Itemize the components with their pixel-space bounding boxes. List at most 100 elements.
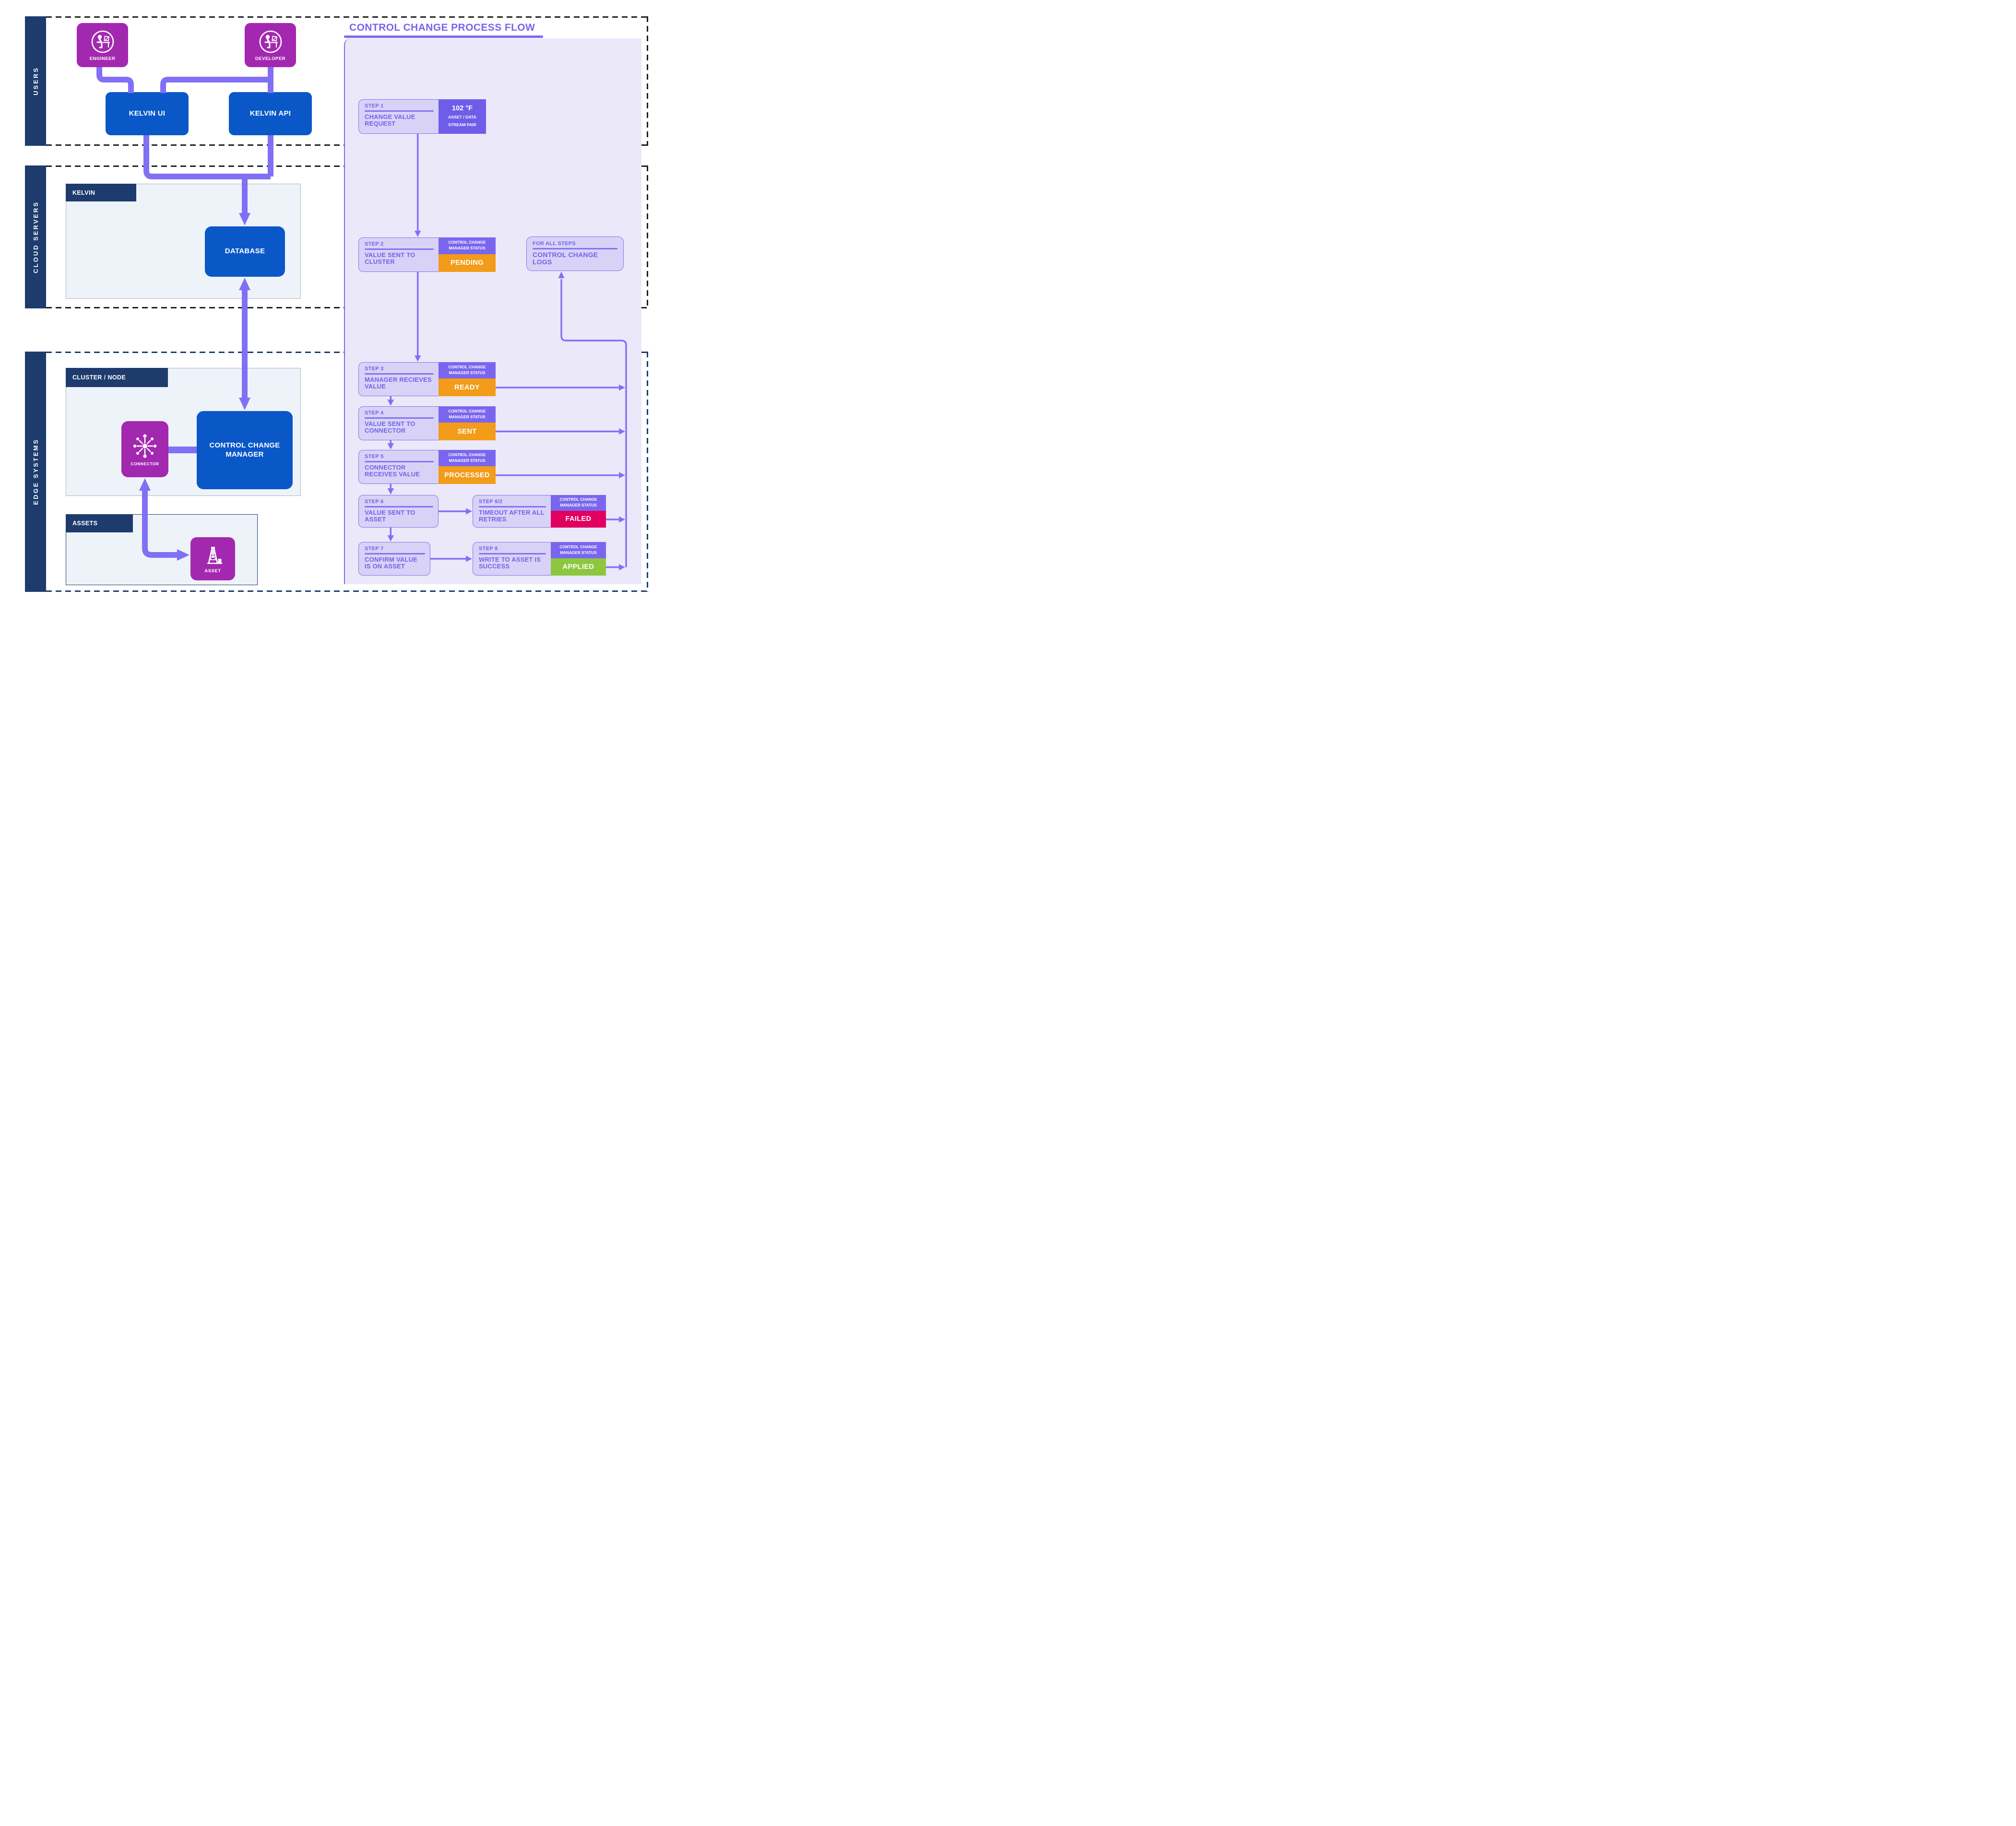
- step-8-status-value: APPLIED: [551, 558, 606, 576]
- process-flow-title: CONTROL CHANGE PROCESS FLOW: [349, 22, 535, 33]
- step-1-label: STEP 1: [365, 103, 384, 109]
- step-8-status: CONTROL CHANGE MANAGER STATUS APPLIED: [551, 542, 606, 576]
- kelvin-tab-label: KELVIN: [72, 189, 95, 196]
- kelvin-api-node: KELVIN API: [229, 92, 312, 135]
- step-4-title: VALUE SENT TO CONNECTOR: [365, 420, 415, 434]
- connector-node: CONNECTOR: [121, 421, 168, 477]
- step-3-status-value: READY: [439, 378, 496, 396]
- kelvin-container-tab: KELVIN: [66, 184, 136, 201]
- step-6-box: STEP 6 VALUE SENT TO ASSET: [358, 495, 439, 528]
- step-7-underline: [365, 553, 425, 554]
- step-3-label: STEP 3: [365, 366, 384, 372]
- database-node: DATABASE: [205, 226, 285, 277]
- developer-label: DEVELOPER: [255, 56, 286, 61]
- control-change-manager-label: CONTROL CHANGE MANAGER: [209, 441, 280, 459]
- step-6-underline: [365, 506, 433, 507]
- step-6-2-status-value: FAILED: [551, 510, 606, 528]
- control-change-logs-box: FOR ALL STEPS CONTROL CHANGE LOGS: [526, 236, 624, 271]
- step-8-box: STEP 8 WRITE TO ASSET IS SUCCESS: [473, 542, 551, 576]
- engineer-at-desk-icon: [90, 29, 115, 54]
- edge-kelvin-ui-to-bus: [143, 135, 271, 179]
- developer-at-desk-icon: [258, 29, 283, 54]
- step-1-value-tag: 102 °F ASSET / DATA STREAM PAIR: [439, 99, 486, 134]
- connector-hub-icon: [131, 433, 158, 459]
- step-4-label: STEP 4: [365, 410, 384, 416]
- step-8-title: WRITE TO ASSET IS SUCCESS: [479, 555, 541, 570]
- step-4-underline: [365, 417, 434, 419]
- step-6-title: VALUE SENT TO ASSET: [365, 508, 415, 523]
- step-5-title: CONNECTOR RECEIVES VALUE: [365, 463, 420, 478]
- step-4-box: STEP 4 VALUE SENT TO CONNECTOR: [358, 406, 439, 440]
- users-band-top-dash: [27, 16, 648, 18]
- cluster-node-tab-label: CLUSTER / NODE: [72, 374, 126, 381]
- band-edge-systems: EDGE SYSTEMS: [25, 352, 46, 592]
- band-edge-systems-label: EDGE SYSTEMS: [32, 438, 39, 505]
- step-7-title: CONFIRM VALUE IS ON ASSET: [365, 555, 417, 570]
- engineer-label: ENGINEER: [89, 56, 116, 61]
- step-8-status-header: CONTROL CHANGE MANAGER STATUS: [551, 542, 606, 558]
- step-3-box: STEP 3 MANAGER RECIEVES VALUE: [358, 362, 439, 396]
- kelvin-ui-node: KELVIN UI: [106, 92, 189, 135]
- step-3-title: MANAGER RECIEVES VALUE: [365, 376, 432, 390]
- step-2-status-value: PENDING: [439, 254, 496, 272]
- band-users: USERS: [25, 16, 46, 146]
- value-tag-caption: ASSET / DATA STREAM PAIR: [448, 114, 476, 127]
- step-1-title: CHANGE VALUE REQUEST: [365, 113, 415, 127]
- step-5-box: STEP 5 CONNECTOR RECEIVES VALUE: [358, 450, 439, 484]
- edge-developer-branch-to-kelvin-ui: [160, 77, 271, 93]
- cluster-node-tab: CLUSTER / NODE: [66, 368, 168, 387]
- step-2-box: STEP 2 VALUE SENT TO CLUSTER: [358, 237, 439, 272]
- step-3-underline: [365, 373, 434, 375]
- step-3-status-header: CONTROL CHANGE MANAGER STATUS: [439, 362, 496, 379]
- assets-tab-label: ASSETS: [72, 520, 98, 527]
- diagram-canvas: USERS CLOUD SERVERS EDGE SYSTEMS CONTROL…: [0, 0, 672, 609]
- edge-engineer-to-kelvin-ui: [96, 67, 134, 93]
- asset-node: ASSET: [190, 537, 235, 580]
- step-4-status: CONTROL CHANGE MANAGER STATUS SENT: [439, 406, 496, 440]
- step-5-underline: [365, 461, 434, 462]
- users-band-right-dash: [647, 16, 648, 146]
- logs-box-label: FOR ALL STEPS: [533, 241, 576, 247]
- step-2-title: VALUE SENT TO CLUSTER: [365, 251, 415, 265]
- connector-ccm-link: [168, 447, 197, 453]
- users-band-bottom-dash: [27, 144, 648, 146]
- step-4-status-value: SENT: [439, 423, 496, 440]
- edge-band-bottom-dash: [27, 590, 648, 592]
- step-6-2-label: STEP 6/2: [479, 499, 503, 505]
- connector-label: CONNECTOR: [130, 461, 159, 466]
- logs-box-underline: [533, 248, 617, 249]
- step-7-label: STEP 7: [365, 546, 384, 552]
- assets-tab: ASSETS: [66, 514, 133, 532]
- cloud-band-top-dash: [27, 165, 648, 167]
- step-6-2-status-header: CONTROL CHANGE MANAGER STATUS: [551, 495, 606, 511]
- band-users-label: USERS: [32, 67, 39, 95]
- step-5-label: STEP 5: [365, 454, 384, 459]
- step-2-label: STEP 2: [365, 241, 384, 247]
- asset-label: ASSET: [204, 568, 221, 574]
- edge-band-top-dash: [27, 352, 648, 353]
- step-2-underline: [365, 248, 434, 250]
- kelvin-ui-label: KELVIN UI: [129, 109, 166, 118]
- step-4-status-header: CONTROL CHANGE MANAGER STATUS: [439, 406, 496, 423]
- step-3-status: CONTROL CHANGE MANAGER STATUS READY: [439, 362, 496, 396]
- band-cloud-servers-label: CLOUD SERVERS: [32, 200, 39, 273]
- step-6-2-box: STEP 6/2 TIMEOUT AFTER ALL RETRIES: [473, 495, 551, 528]
- logs-box-title: CONTROL CHANGE LOGS: [533, 250, 598, 266]
- step-7-box: STEP 7 CONFIRM VALUE IS ON ASSET: [358, 542, 430, 576]
- step-6-2-title: TIMEOUT AFTER ALL RETRIES: [479, 508, 545, 523]
- step-2-status-header: CONTROL CHANGE MANAGER STATUS: [439, 237, 496, 254]
- cloud-band-right-dash: [647, 165, 648, 308]
- step-6-2-underline: [479, 506, 546, 507]
- step-6-label: STEP 6: [365, 499, 384, 505]
- control-change-manager-node: CONTROL CHANGE MANAGER: [197, 411, 293, 489]
- step-5-status-header: CONTROL CHANGE MANAGER STATUS: [439, 450, 496, 467]
- step-6-2-status: CONTROL CHANGE MANAGER STATUS FAILED: [551, 495, 606, 528]
- step-1-underline: [365, 110, 434, 112]
- step-5-status-value: PROCESSED: [439, 466, 496, 484]
- kelvin-api-label: KELVIN API: [249, 109, 291, 118]
- value-tag-amount: 102 °F: [452, 104, 473, 112]
- step-1-box: STEP 1 CHANGE VALUE REQUEST: [358, 99, 439, 134]
- database-label: DATABASE: [225, 247, 265, 256]
- engineer-node: ENGINEER: [77, 23, 128, 67]
- cloud-band-bottom-dash: [27, 307, 648, 308]
